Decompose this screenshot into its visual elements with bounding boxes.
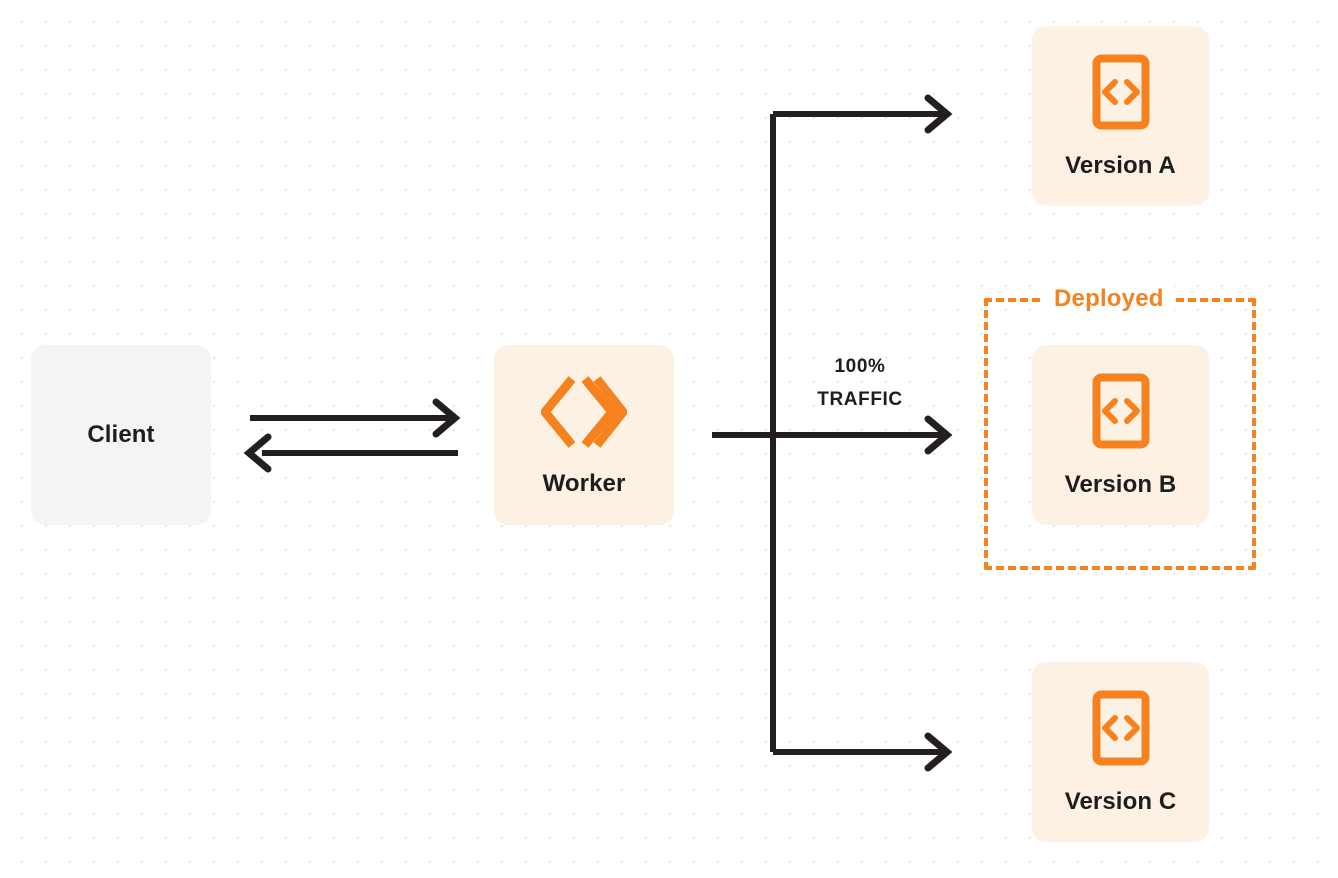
traffic-word: TRAFFIC: [817, 389, 903, 410]
node-worker[interactable]: Worker: [494, 345, 674, 525]
node-client-label: Client: [87, 421, 155, 448]
version-b-arrowhead-icon: [924, 415, 953, 455]
traffic-percent: 100%: [834, 356, 886, 377]
client-to-worker-arrowhead-icon: [432, 398, 461, 438]
cloudflare-workers-logo-icon: [539, 374, 629, 450]
traffic-annotation: 100% TRAFFIC: [790, 350, 930, 416]
version-a-arrowhead-icon: [924, 94, 953, 134]
node-worker-label: Worker: [542, 470, 626, 497]
node-version-b-label: Version B: [1064, 471, 1177, 498]
node-version-b[interactable]: Version B: [1032, 345, 1209, 525]
node-version-c[interactable]: Version C: [1032, 662, 1209, 842]
worker-to-client-arrowhead-icon: [243, 433, 272, 473]
code-document-icon: [1092, 373, 1150, 449]
code-document-icon: [1092, 690, 1150, 766]
node-version-c-label: Version C: [1064, 788, 1177, 815]
node-version-a[interactable]: Version A: [1032, 26, 1209, 206]
version-c-arrowhead-icon: [924, 732, 953, 772]
code-document-icon: [1092, 54, 1150, 130]
deployed-group-label: Deployed: [1044, 285, 1174, 313]
node-client[interactable]: Client: [31, 345, 211, 525]
node-version-a-label: Version A: [1065, 152, 1176, 179]
